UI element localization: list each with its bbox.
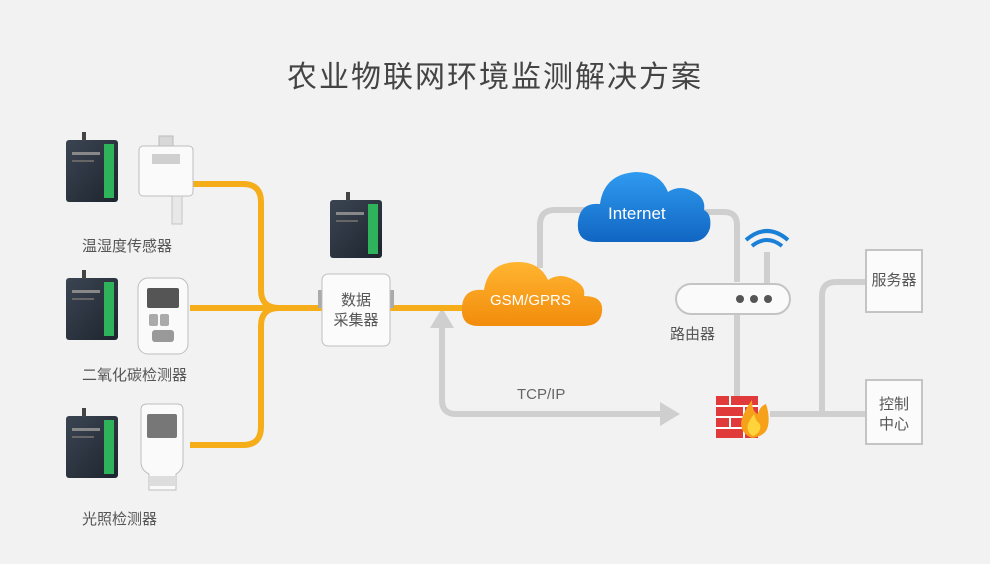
co2-detector-icon [137, 277, 189, 355]
light-detector-icon [140, 403, 184, 491]
gsm-to-internet-line [537, 207, 590, 268]
tcp-arrow-right [660, 402, 680, 426]
control-center-label-line1: 控制 [878, 395, 909, 413]
internet-cloud-icon [577, 172, 711, 242]
network-connections [439, 207, 866, 417]
gateway-module-collector [330, 192, 382, 258]
gateway-module-1 [66, 132, 118, 202]
data-collector-box [318, 273, 394, 347]
server-box [865, 249, 923, 313]
sensor-connections [190, 181, 480, 448]
co2-detector-label: 二氧化碳检测器 [82, 366, 188, 384]
router-label: 路由器 [670, 325, 716, 343]
temp-humidity-sensor-label: 温湿度传感器 [82, 237, 173, 255]
tcp-arrow-up [430, 308, 454, 328]
server-label: 服务器 [871, 271, 917, 289]
control-center-label: 控制 中心 [866, 394, 922, 434]
branch-to-server-line [819, 279, 866, 414]
firewall-icon [716, 396, 769, 438]
router-icon [675, 229, 791, 315]
data-collector-label-line2: 采集器 [333, 311, 379, 329]
page-title: 农业物联网环境监测解决方案 [287, 60, 703, 95]
tcp-loop-line [439, 320, 665, 417]
control-center-box [865, 379, 923, 445]
temp-sensor-line [190, 181, 322, 311]
control-center-label-line2: 中心 [878, 415, 909, 433]
data-collector-label: 数据 采集器 [322, 290, 390, 330]
gsm-cloud-icon [461, 262, 603, 326]
temp-humidity-sensor-icon [138, 135, 194, 225]
gateway-module-3 [66, 408, 118, 478]
tcp-ip-label: TCP/IP [517, 386, 566, 403]
gateway-module-2 [66, 270, 118, 340]
internet-cloud-label: Internet [608, 204, 666, 223]
data-collector-label-line1: 数据 [340, 291, 371, 309]
gsm-cloud-label: GSM/GPRS [490, 292, 571, 309]
internet-to-router-line [700, 209, 740, 282]
light-detector-label: 光照检测器 [82, 510, 158, 528]
light-sensor-line [190, 305, 280, 448]
